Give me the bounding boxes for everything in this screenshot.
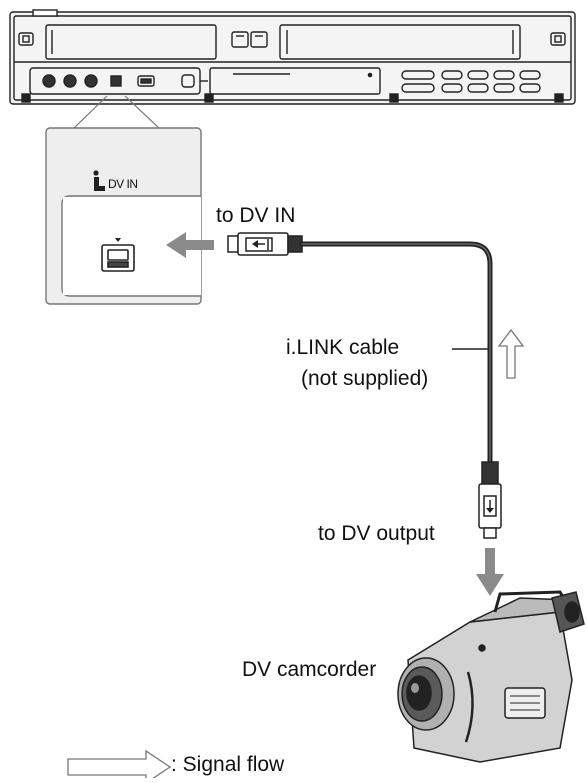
cable-label-line2: (not supplied) (301, 367, 429, 390)
dv-in-jack (101, 238, 135, 272)
dv-in-callout (45, 95, 202, 305)
camcorder-label: DV camcorder (242, 658, 377, 681)
signal-arrow-to-camcorder (476, 548, 504, 596)
dv-camcorder (397, 590, 585, 763)
to-dv-in-label: to DV IN (216, 204, 296, 227)
to-dv-output-label: to DV output (318, 522, 435, 545)
signal-flow-arrow (497, 328, 525, 379)
recorder-unit (9, 9, 576, 105)
ilink-cable (227, 232, 502, 539)
cable-label-line1: i.LINK cable (286, 336, 400, 359)
signal-flow-legend-label: : Signal flow (171, 753, 285, 776)
dv-in-jack-label: DV IN (108, 177, 138, 191)
signal-arrow-to-jack (166, 232, 214, 258)
ilink-icon (93, 170, 105, 191)
legend-arrow (67, 749, 172, 783)
